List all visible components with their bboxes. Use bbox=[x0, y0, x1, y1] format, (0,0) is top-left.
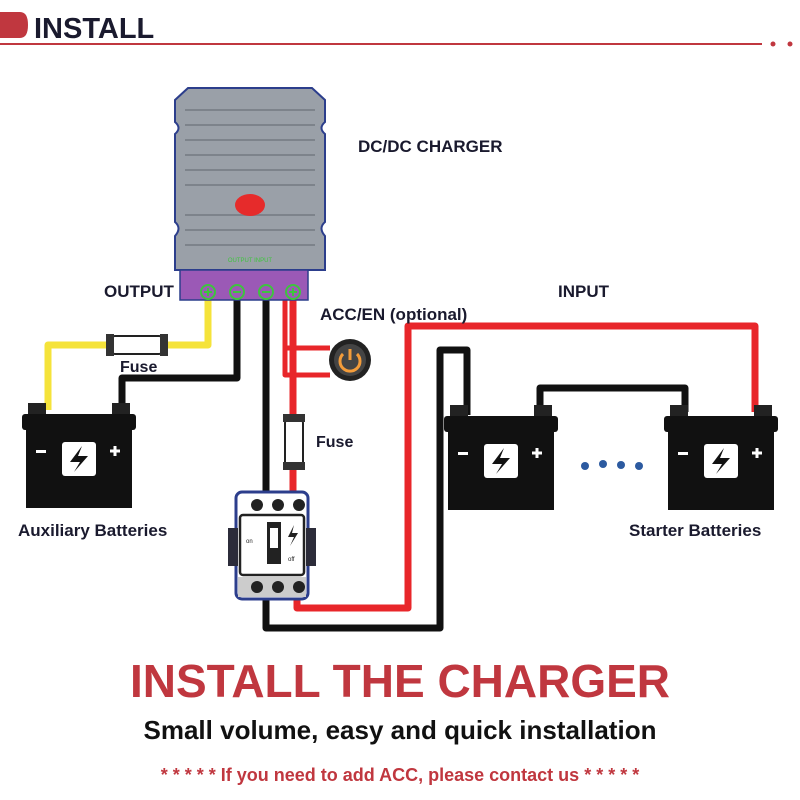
aux-batteries-label: Auxiliary Batteries bbox=[18, 521, 167, 540]
divider-dot bbox=[770, 41, 776, 47]
svg-text:OUTPUT INPUT: OUTPUT INPUT bbox=[228, 258, 273, 264]
input-label: INPUT bbox=[558, 282, 610, 301]
battery-icon bbox=[22, 403, 136, 508]
footer-subtitle: Small volume, easy and quick installatio… bbox=[144, 715, 657, 745]
starter-batteries-label: Starter Batteries bbox=[629, 521, 761, 540]
output-label: OUTPUT bbox=[104, 282, 175, 301]
svg-text:off: off bbox=[288, 557, 295, 563]
fuse-left-label: Fuse bbox=[120, 359, 157, 376]
svg-text:on: on bbox=[246, 539, 253, 545]
circuit-breaker-icon: on off bbox=[228, 490, 316, 601]
acc-label: ACC/EN (optional) bbox=[320, 305, 467, 324]
charger-label: DC/DC CHARGER bbox=[358, 137, 503, 156]
dc-dc-charger: OUTPUT INPUT bbox=[174, 87, 326, 301]
starter-battery-1-icon bbox=[442, 403, 560, 512]
footer-note: * * * * * If you need to add ACC, please… bbox=[161, 765, 639, 785]
starter-battery-2-icon bbox=[662, 403, 780, 512]
footer-headline: INSTALL THE CHARGER bbox=[130, 655, 670, 707]
fuse-middle-label: Fuse bbox=[316, 434, 353, 451]
header-accent bbox=[0, 12, 28, 38]
battery-link-wire bbox=[536, 384, 689, 412]
fuse-left-icon bbox=[106, 334, 168, 356]
fuse-middle-icon bbox=[283, 414, 305, 470]
ellipsis-icon bbox=[581, 460, 643, 470]
divider-dot bbox=[787, 41, 793, 47]
header-title: INSTALL bbox=[34, 13, 154, 45]
brand-logo bbox=[235, 194, 265, 216]
power-button-icon bbox=[329, 339, 371, 381]
